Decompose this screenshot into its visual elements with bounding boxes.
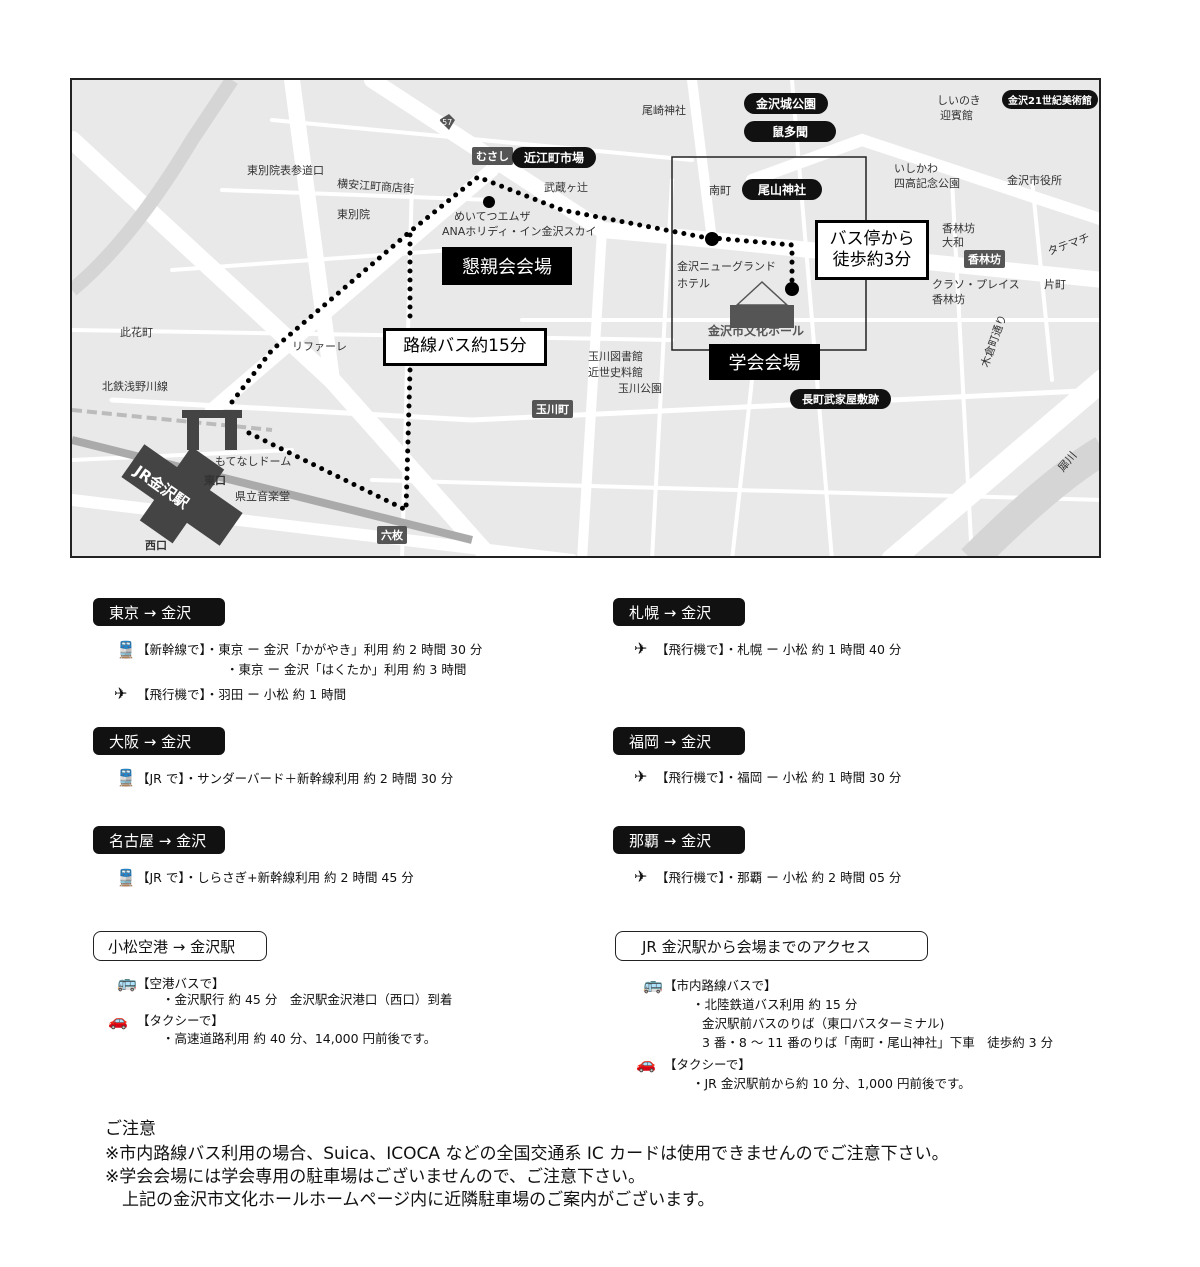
venue-label: 学会会場 (709, 344, 820, 380)
label-musashi: むさし (472, 147, 513, 165)
label-korinbo-daiwa1: 香林坊 (942, 222, 975, 235)
label-cityhall: 金沢市役所 (1007, 174, 1062, 187)
plane-icon: ✈ (114, 684, 128, 703)
walk-time-callout: バス停から徒歩約3分 (815, 220, 929, 280)
label-kuraso2: 香林坊 (932, 293, 965, 306)
label-ishikawa1: いしかわ (894, 162, 938, 175)
bus-stop-dot (705, 232, 719, 246)
label-nagamachi: 長町武家屋敷跡 (790, 389, 891, 409)
label-korinbo-daiwa2: 大和 (942, 236, 964, 249)
bus-time-text: 路線バス約15分 (403, 336, 527, 357)
komatsu-header: 小松空港 → 金沢駅 (93, 931, 267, 961)
label-tamagawa-park: 玉川公園 (618, 382, 662, 395)
route-header-osaka: 大阪 → 金沢 (93, 727, 225, 755)
taxi-icon: 🚗 (108, 1011, 128, 1030)
train-icon: 🚆 (116, 640, 136, 659)
label-ishikawa2: 四高記念公園 (894, 177, 960, 190)
route-header-fukuoka: 福岡 → 金沢 (613, 727, 745, 755)
label-higashibetsuin-omote: 東別院表参道口 (247, 164, 324, 177)
note-item: 上記の金沢市文化ホールホームページ内に近隣駐車場のご案内がございます。 (105, 1190, 715, 1210)
label-newgrand1: 金沢ニューグランド (677, 260, 776, 273)
note-item: ※学会会場には学会専用の駐車場はございませんので、ご注意下さい。 (105, 1167, 646, 1187)
route-header-tokyo: 東京 → 金沢 (93, 598, 225, 626)
route-line: 【JR で】・しらさぎ+新幹線利用 約 2 時間 45 分 (137, 870, 414, 885)
route-header-sapporo: 札幌 → 金沢 (613, 598, 745, 626)
label-rokumai: 六枚 (377, 526, 407, 544)
taxi-icon: 🚗 (636, 1054, 656, 1073)
jr-access-line: 3 番・8 ～ 11 番のりば「南町・尾山神社」下車 徒歩約 3 分 (702, 1035, 1054, 1050)
notes-heading: ご注意 (105, 1119, 156, 1139)
plane-icon: ✈ (634, 767, 648, 786)
train-icon: 🚆 (116, 868, 136, 887)
label-omicho: 近江町市場 (512, 147, 597, 168)
label-bunka-hall: 金沢市文化ホール (708, 324, 805, 338)
label-west-exit: 西口 (145, 539, 167, 552)
bus-icon: 🚌 (643, 975, 663, 994)
route-157-shield-icon (439, 114, 455, 130)
label-route157: 157 (437, 118, 453, 127)
label-motenashi: もてなしドーム (215, 455, 292, 468)
label-ana: ANAホリディ・イン金沢スカイ (442, 225, 597, 238)
route-dotted-line (229, 174, 795, 514)
route-line: 【飛行機で】・札幌 ー 小松 約 1 時間 40 分 (656, 642, 902, 657)
venue-dot (785, 282, 799, 296)
label-kinsei: 近世史料館 (588, 366, 643, 379)
jr-access-line: 【市内路線バスで】 (664, 978, 777, 993)
label-shiinoki: しいのき (937, 94, 981, 107)
label-korinbo-stop: 香林坊 (964, 250, 1005, 268)
train-icon: 🚆 (116, 768, 136, 787)
bus-icon: 🚌 (117, 973, 137, 992)
route-line: 【新幹線で】・東京 ー 金沢「かがやき」利用 約 2 時間 30 分 (137, 642, 483, 657)
label-east-exit: 東口 (204, 474, 226, 487)
label-rifare: リファーレ (292, 340, 347, 353)
label-musashigatsuji: 武蔵ヶ辻 (544, 181, 588, 194)
label-konohanamachi: 此花町 (120, 326, 153, 339)
party-venue-label: 懇親会会場 (442, 247, 572, 285)
label-ozaki: 尾崎神社 (642, 104, 686, 117)
culture-hall-icon (730, 280, 794, 328)
route-line: ・東京 ー 金沢「はくたか」利用 約 3 時間 (226, 662, 467, 677)
label-meitetsu: めいてつエムザ (454, 210, 531, 223)
label-kuraso1: クラソ・プレイス (932, 278, 1020, 291)
label-higashibetsuin: 東別院 (337, 208, 370, 221)
stop-dot (483, 196, 495, 208)
label-kanazawa-castle: 金沢城公園 (744, 93, 829, 114)
route-header-nagoya: 名古屋 → 金沢 (93, 826, 225, 854)
label-museum21: 金沢21世紀美術館 (1002, 90, 1098, 109)
komatsu-line: ・金沢駅行 約 45 分 金沢駅金沢港口（西口）到着 (162, 992, 453, 1007)
route-line: 【飛行機で】・福岡 ー 小松 約 1 時間 30 分 (656, 770, 902, 785)
label-asanogawa: 北鉄浅野川線 (102, 380, 168, 393)
komatsu-line: ・高速道路利用 約 40 分、14,000 円前後です。 (162, 1031, 437, 1046)
jr-access-line: 【タクシーで】 (664, 1057, 751, 1072)
route-header-naha: 那覇 → 金沢 (613, 826, 745, 854)
bus-time-callout: 路線バス約15分 (383, 328, 547, 366)
note-item: ※市内路線バス利用の場合、Suica、ICOCA などの全国交通系 IC カード… (105, 1144, 949, 1164)
label-newgrand2: ホテル (677, 277, 710, 290)
plane-icon: ✈ (634, 639, 648, 658)
komatsu-line: 【空港バスで】 (137, 976, 225, 991)
label-minamicho: 南町 (709, 184, 731, 197)
label-katamachi: 片町 (1044, 278, 1066, 291)
route-line: 【JR で】・サンダーバード＋新幹線利用 約 2 時間 30 分 (137, 771, 454, 786)
label-nezumitamon: 鼠多聞 (744, 121, 837, 142)
access-map: 尾崎神社 金沢城公園 鼠多聞 しいのき 迎賓館 金沢21世紀美術館 157 むさ… (70, 78, 1101, 558)
torii-gate-icon (182, 410, 242, 450)
label-tamagawacho: 玉川町 (532, 400, 573, 418)
jr-access-line: ・北陸鉄道バス利用 約 15 分 (692, 997, 858, 1012)
route-line: 【飛行機で】・那覇 ー 小松 約 2 時間 05 分 (656, 870, 902, 885)
label-shiinoki2: 迎賓館 (940, 109, 973, 122)
jr-access-header: JR 金沢駅から会場までのアクセス (615, 931, 928, 961)
plane-icon: ✈ (634, 867, 648, 886)
label-tamagawa-lib: 玉川図書館 (588, 350, 643, 363)
komatsu-line: 【タクシーで】 (137, 1013, 224, 1028)
jr-access-line: ・JR 金沢駅前から約 10 分、1,000 円前後です。 (692, 1076, 971, 1091)
route-line: 【飛行機で】・羽田 ー 小松 約 1 時間 (137, 687, 347, 702)
walk-time-text: バス停から徒歩約3分 (829, 228, 915, 270)
jr-station-icon (121, 444, 243, 546)
jr-access-line: 金沢駅前バスのりば（東口バスターミナル) (702, 1016, 945, 1031)
label-oyama: 尾山神社 (742, 179, 823, 200)
label-ongakudo: 県立音楽堂 (235, 490, 290, 503)
